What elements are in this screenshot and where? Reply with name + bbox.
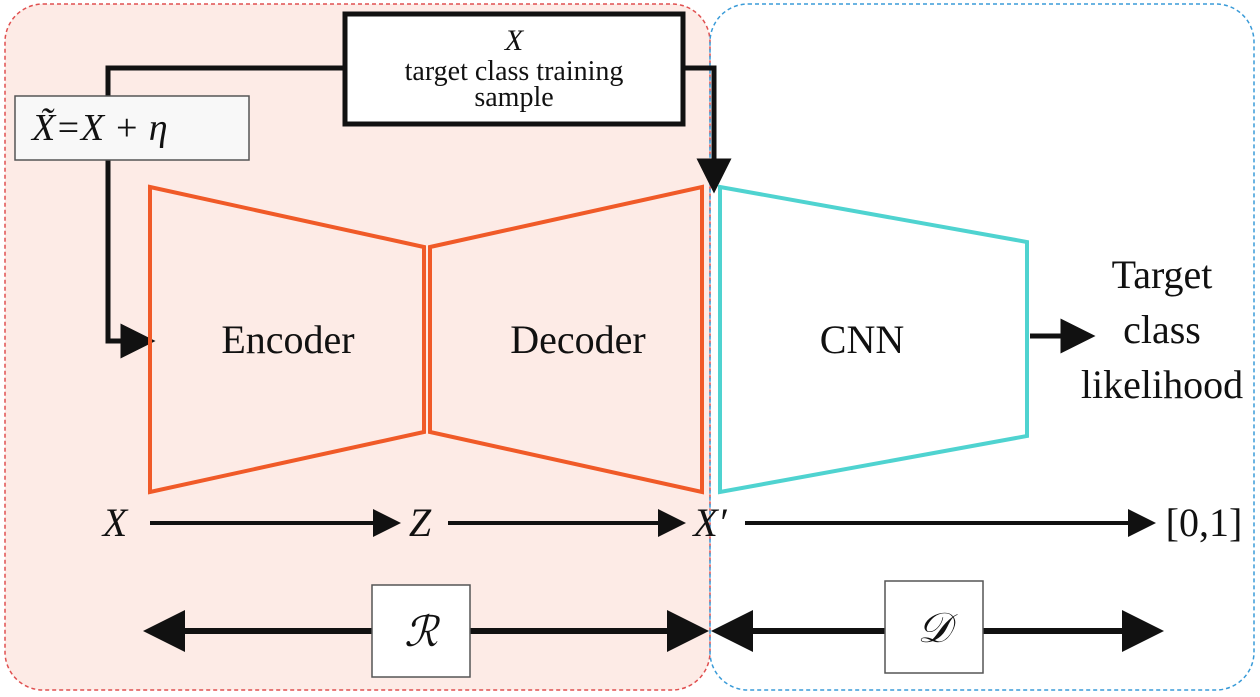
output-line2: class [1123,307,1201,352]
r-box [371,584,471,678]
training-sample-var: X [504,24,525,57]
cnn-label: CNN [820,317,904,362]
flow-z: Z [409,500,432,545]
noise-to-sample-line [105,65,345,96]
flow-x: X [101,500,129,545]
output-line1: Target [1112,252,1213,297]
output-line3: likelihood [1081,362,1243,407]
encoder-block [148,184,426,495]
decoder-label: Decoder [510,317,645,362]
reconstructor-region [4,3,711,691]
encoder-label: Encoder [221,317,354,362]
decoder-block [428,184,704,495]
noise-lhs: X̃ [30,107,57,149]
discriminator-region [709,3,1255,691]
training-sample-box [342,11,686,127]
noise-rest: =X + η [55,107,167,149]
training-sample-line1: target class training [405,56,624,87]
cnn-block [718,184,1029,495]
noise-box [14,95,250,161]
flow-range: [0,1] [1166,500,1243,545]
training-sample-line2: sample [474,82,553,113]
d-box [884,580,984,674]
sample-to-cnn-arrow [682,65,732,194]
flow-x-prime: X′ [691,500,727,545]
noise-to-encoder-arrow [105,160,156,359]
noise-equation: X̃=X + η [30,107,168,149]
r-label: ℛ [404,607,440,656]
